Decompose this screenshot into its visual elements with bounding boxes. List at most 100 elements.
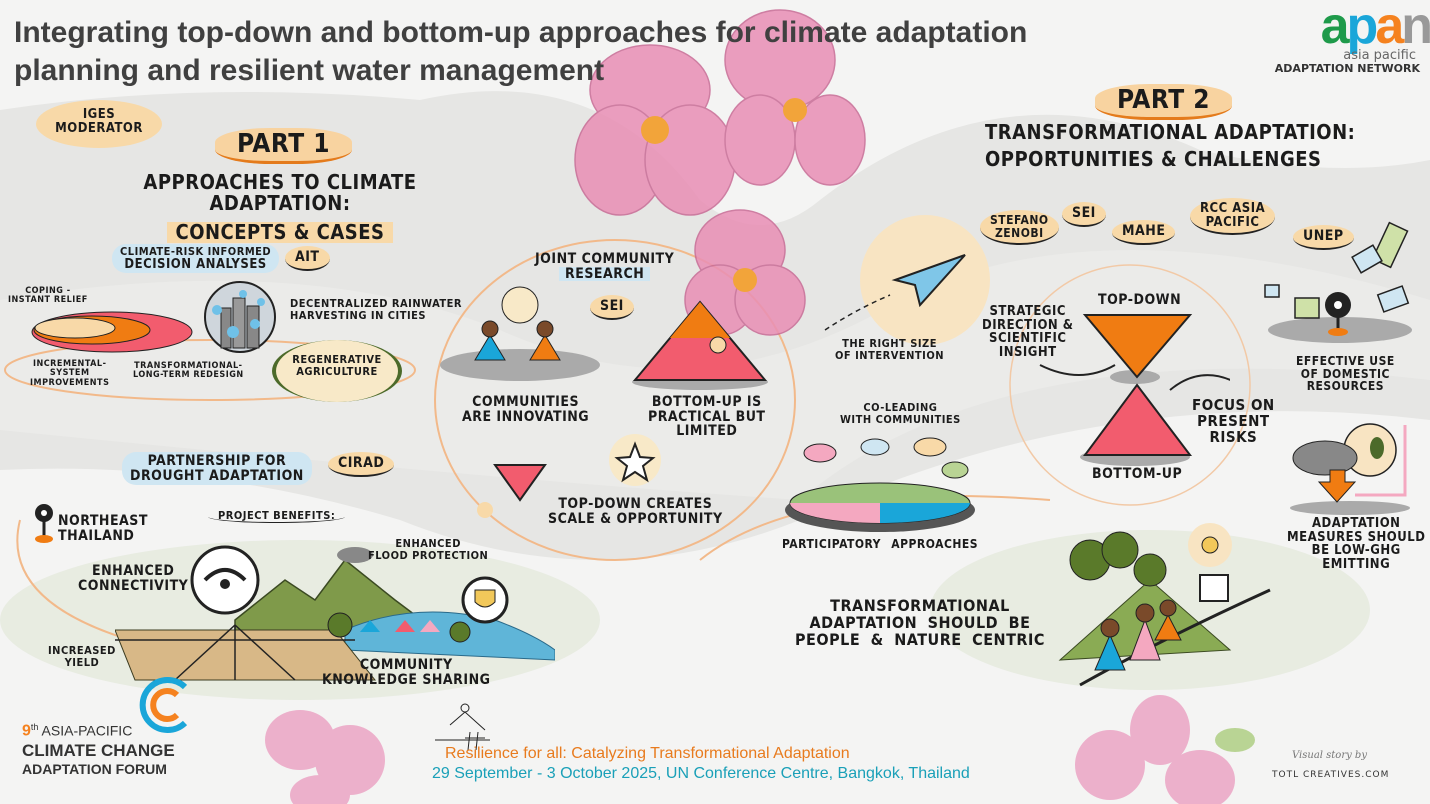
focus-present-risks-label: FOCUS ON PRESENT RISKS bbox=[1192, 397, 1275, 446]
domestic-line1: EFFECTIVE USE bbox=[1296, 354, 1395, 368]
domestic-line3: RESOURCES bbox=[1306, 379, 1384, 394]
transformational-line2: LONG-TERM REDESIGN bbox=[133, 370, 244, 381]
location-line2: THAILAND bbox=[58, 527, 135, 544]
speaker-1-first: STEFANO bbox=[990, 213, 1049, 227]
bottom-up-label: BOTTOM-UP bbox=[1092, 466, 1183, 482]
apan-logo-sub: asia pacific bbox=[1343, 48, 1416, 63]
incremental-line3: IMPROVEMENTS bbox=[30, 377, 110, 388]
sei-topic: JOINT COMMUNITY RESEARCH bbox=[535, 252, 674, 282]
apan-logo: apan asia pacific ADAPTATION NETWORK bbox=[1270, 0, 1430, 75]
strategic-line4: INSIGHT bbox=[998, 344, 1057, 360]
puzzle-community-icon bbox=[785, 437, 975, 532]
location-pin-icon bbox=[35, 504, 53, 543]
pyramid-icon bbox=[632, 300, 768, 390]
right-size-label: THE RIGHT SIZE OF INTERVENTION bbox=[835, 338, 944, 361]
part2-label: PART 2 bbox=[1095, 84, 1233, 121]
moderator-role: MODERATOR bbox=[55, 120, 143, 136]
nested-ovals-diagram bbox=[31, 311, 193, 353]
forum-edition-suffix: th bbox=[30, 722, 39, 732]
part1-heading: APPROACHES TO CLIMATE ADAPTATION: CONCEP… bbox=[70, 172, 490, 243]
knowledge-line2: KNOWLEDGE SHARING bbox=[322, 671, 491, 688]
cirad-topic-line2: DROUGHT ADAPTATION bbox=[130, 467, 304, 484]
bottomup-line2: PRACTICAL BUT bbox=[648, 408, 766, 425]
sei-org-tag: SEI bbox=[590, 295, 634, 320]
title-line-2: planning and resilient water management bbox=[14, 54, 605, 87]
focus-line3: RISKS bbox=[1209, 427, 1258, 446]
forum-region: ASIA-PACIFIC bbox=[41, 722, 133, 739]
apan-logo-network: ADAPTATION NETWORK bbox=[1274, 62, 1420, 75]
incremental-label: INCREMENTAL- SYSTEM IMPROVEMENTS bbox=[30, 359, 110, 388]
part2-heading: TRANSFORMATIONAL ADAPTATION: OPPORTUNITI… bbox=[985, 122, 1355, 170]
cirad-org-tag: CIRAD bbox=[328, 452, 395, 477]
orchid-illustration bbox=[574, 9, 866, 336]
credit-by: Visual story by bbox=[1292, 750, 1367, 761]
forum-logo-icon bbox=[139, 677, 188, 733]
top-down-scale-label: TOP-DOWN CREATES SCALE & OPPORTUNITY bbox=[548, 497, 723, 526]
communities-line1: COMMUNITIES bbox=[472, 394, 580, 410]
ait-topic-line1: CLIMATE-RISK INFORMED bbox=[120, 245, 272, 258]
moderator-org: IGES bbox=[82, 107, 116, 122]
people-nature-illustration bbox=[1058, 523, 1271, 687]
topdown-line2: SCALE & OPPORTUNITY bbox=[548, 510, 723, 527]
transformational-label: TRANSFORMATIONAL- LONG-TERM REDESIGN bbox=[133, 361, 244, 381]
transformational-line1: TRANSFORMATIONAL- bbox=[134, 361, 243, 371]
enhanced-connectivity-label: ENHANCED CONNECTIVITY bbox=[78, 564, 188, 593]
yield-line2: YIELD bbox=[64, 655, 100, 669]
speaker-mahe: MAHE bbox=[1112, 220, 1176, 245]
increased-yield-label: INCREASED YIELD bbox=[48, 645, 116, 668]
regenerative-agriculture-badge: REGENERATIVE AGRICULTURE bbox=[272, 340, 402, 402]
strategic-line1: STRATEGIC bbox=[989, 304, 1066, 319]
strategic-line3: SCIENTIFIC bbox=[989, 331, 1067, 347]
part2-heading-line1: TRANSFORMATIONAL ADAPTATION: bbox=[985, 120, 1356, 144]
communities-icon bbox=[440, 286, 600, 381]
moderator-bubble: IGES MODERATOR bbox=[36, 100, 162, 148]
inverted-pyramid-star-icon bbox=[477, 434, 661, 518]
lowghg-line4: EMITTING bbox=[1322, 556, 1391, 572]
bottom-up-limited-label: BOTTOM-UP IS PRACTICAL BUT LIMITED bbox=[648, 395, 766, 439]
orchid-bottom-right bbox=[1075, 695, 1255, 804]
flood-line2: FLOOD PROTECTION bbox=[368, 548, 489, 562]
yield-line1: INCREASED bbox=[48, 644, 116, 657]
regen-line2: AGRICULTURE bbox=[296, 364, 378, 378]
people-line3: PEOPLE & NATURE CENTRIC bbox=[795, 629, 1045, 649]
people-nature-label: TRANSFORMATIONAL ADAPTATION SHOULD BE PE… bbox=[795, 596, 1045, 649]
connectivity-line1: ENHANCED bbox=[92, 563, 175, 579]
location-line1: NORTHEAST bbox=[58, 513, 148, 529]
domestic-resources-label: EFFECTIVE USE OF DOMESTIC RESOURCES bbox=[1296, 355, 1395, 393]
forum-logo-text: 9th ASIA-PACIFIC CLIMATE CHANGE ADAPTATI… bbox=[22, 722, 175, 777]
paper-plane-icon bbox=[824, 215, 990, 345]
part1-heading-line2: CONCEPTS & CASES bbox=[167, 222, 393, 243]
sketch-doodle bbox=[435, 703, 490, 751]
coleading-line2: WITH COMMUNITIES bbox=[840, 412, 961, 426]
coleading-line1: CO-LEADING bbox=[863, 401, 938, 414]
rainwater-line1: DECENTRALIZED RAINWATER bbox=[290, 297, 463, 310]
cirad-topic: PARTNERSHIP FOR DROUGHT ADAPTATION bbox=[122, 452, 312, 486]
connectivity-line2: CONNECTIVITY bbox=[78, 577, 189, 594]
focus-line2: PRESENT bbox=[1197, 411, 1270, 430]
regen-line1: REGENERATIVE bbox=[292, 353, 382, 366]
coping-line2: INSTANT RELIEF bbox=[8, 295, 88, 306]
project-benefits-label: PROJECT BENEFITS: bbox=[208, 510, 346, 523]
footer-dates: 29 September - 3 October 2025, UN Confer… bbox=[432, 765, 970, 782]
domestic-line2: OF DOMESTIC bbox=[1300, 366, 1390, 381]
part2-heading-line2: OPPORTUNITIES & CHALLENGES bbox=[985, 147, 1322, 171]
communities-innovating-label: COMMUNITIES ARE INNOVATING bbox=[462, 395, 589, 424]
credit-name: TOTL CREATIVES.COM bbox=[1272, 770, 1390, 780]
speaker-4-line2: PACIFIC bbox=[1205, 214, 1260, 230]
lowghg-line1: ADAPTATION bbox=[1311, 516, 1401, 531]
speaker-sei: SEI bbox=[1062, 202, 1106, 227]
people-line1: TRANSFORMATIONAL bbox=[830, 596, 1010, 615]
low-ghg-label: ADAPTATION MEASURES SHOULD BE LOW-GHG EM… bbox=[1287, 517, 1425, 572]
coping-line1: COPING - bbox=[25, 286, 71, 296]
forum-line3: ADAPTATION FORUM bbox=[22, 760, 167, 777]
right-size-line1: THE RIGHT SIZE bbox=[842, 337, 937, 350]
rainwater-label: DECENTRALIZED RAINWATER HARVESTING IN CI… bbox=[290, 298, 462, 321]
cirad-topic-line1: PARTNERSHIP FOR bbox=[147, 453, 287, 469]
ait-topic: CLIMATE-RISK INFORMED DECISION ANALYSES bbox=[112, 244, 280, 274]
bottomup-line1: BOTTOM-UP IS bbox=[651, 394, 762, 410]
knowledge-line1: COMMUNITY bbox=[359, 657, 453, 673]
speaker-unep: UNEP bbox=[1293, 225, 1354, 250]
rainwater-line2: HARVESTING IN CITIES bbox=[290, 308, 427, 322]
coping-label: COPING - INSTANT RELIEF bbox=[8, 286, 88, 306]
participatory-approaches-label: PARTICIPATORY APPROACHES bbox=[782, 537, 979, 551]
